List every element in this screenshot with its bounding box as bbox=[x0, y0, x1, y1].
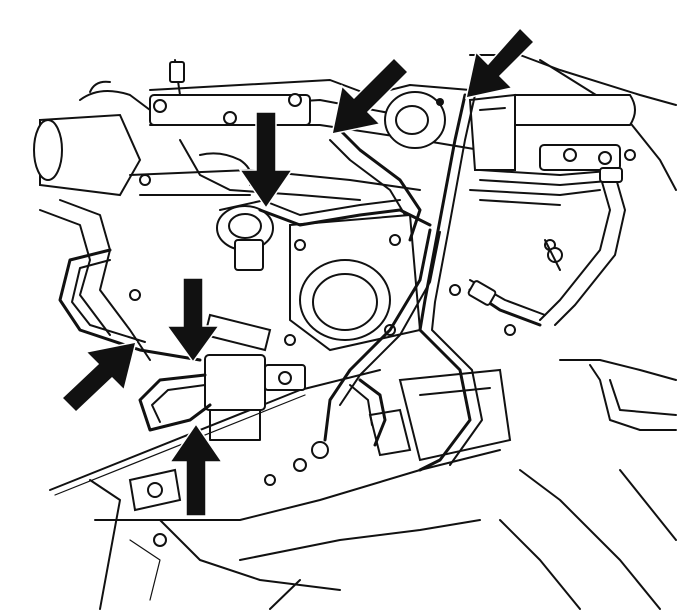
lower-module bbox=[293, 368, 512, 472]
fuel-rails bbox=[469, 94, 636, 326]
arrow-top-right bbox=[465, 26, 536, 99]
vacuum-hoses bbox=[58, 93, 546, 472]
arrow-upper-left-center bbox=[238, 111, 294, 210]
callout-arrows bbox=[60, 26, 536, 517]
arrow-mid-left bbox=[165, 277, 221, 364]
air-intake-duct bbox=[33, 80, 151, 361]
vehicle-body-outline bbox=[49, 54, 677, 610]
egr-valve bbox=[216, 199, 274, 271]
arrow-left bbox=[60, 341, 138, 414]
arrow-top-center bbox=[331, 56, 410, 135]
vacuum-diaphragm bbox=[384, 91, 516, 171]
vacuum-solenoid bbox=[203, 313, 306, 441]
fasteners bbox=[129, 149, 636, 346]
mounting-bracket bbox=[128, 468, 276, 547]
throttle-body bbox=[289, 213, 422, 352]
arrow-bottom-left bbox=[168, 422, 224, 517]
